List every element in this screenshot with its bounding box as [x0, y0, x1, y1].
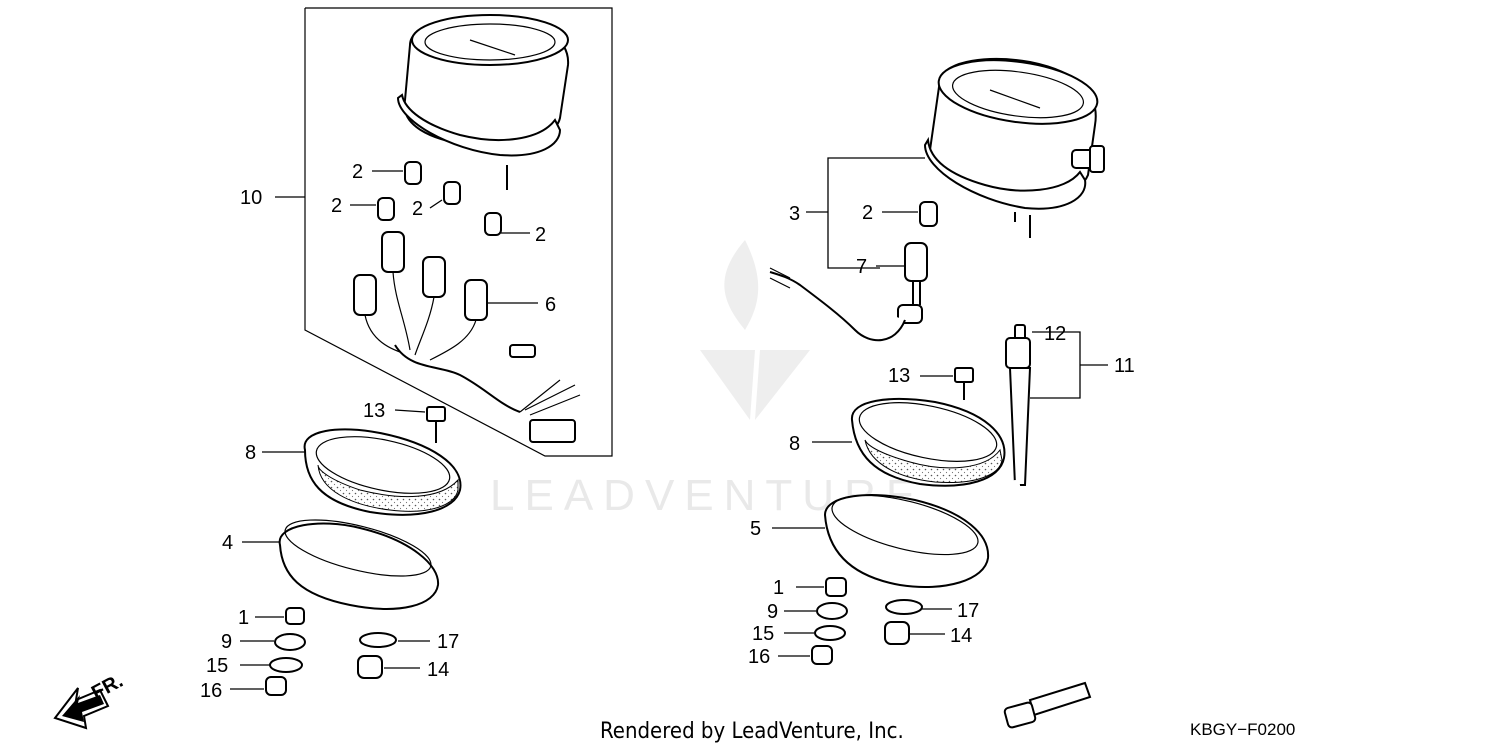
label-17: 17	[437, 631, 459, 653]
label-7: 7	[856, 256, 867, 278]
label-13: 13	[888, 365, 910, 387]
label-8: 8	[789, 433, 800, 455]
label-6: 6	[545, 294, 556, 316]
kit-10-outline	[304, 7, 613, 457]
label-2: 2	[862, 202, 873, 224]
left-case-8	[262, 428, 462, 516]
watermark: LEADVENTURE	[490, 240, 915, 520]
label-16: 16	[200, 680, 222, 702]
label-14: 14	[950, 625, 972, 647]
right-case-5	[772, 494, 990, 588]
label-15: 15	[206, 655, 228, 677]
right-bolt-13	[920, 367, 974, 400]
label-5: 5	[750, 518, 761, 540]
label-9: 9	[221, 631, 232, 653]
right-assembly: 3 2 7 12 11 13 8 5 1 9 15 16 17 14	[748, 58, 1173, 729]
label-15: 15	[752, 623, 774, 645]
left-case-4	[242, 519, 440, 610]
label-8: 8	[245, 442, 256, 464]
left-harness	[353, 231, 581, 443]
label-9: 9	[767, 601, 778, 623]
label-4: 4	[222, 532, 233, 554]
diagram-code: KBGY−F0200	[1190, 720, 1295, 739]
rendered-by-text: Rendered by LeadVenture, Inc.	[600, 719, 904, 744]
label-16: 16	[748, 646, 770, 668]
label-2: 2	[412, 198, 423, 220]
left-meter-body	[396, 14, 570, 190]
right-cable-11	[1003, 324, 1173, 729]
right-socket-7	[769, 242, 928, 342]
left-bulbs	[377, 161, 502, 236]
left-assembly: 10 2 2 2 2 6 13 8 4 1 9 15 16 17 14	[200, 7, 613, 702]
label-14: 14	[427, 659, 449, 681]
label-10: 10	[240, 187, 262, 209]
label-2: 2	[352, 161, 363, 183]
label-2: 2	[331, 195, 342, 217]
right-bulb	[919, 201, 938, 227]
label-17: 17	[957, 600, 979, 622]
label-1: 1	[773, 577, 784, 599]
label-1: 1	[238, 607, 249, 629]
label-3: 3	[789, 203, 800, 225]
right-hardware	[778, 577, 952, 665]
right-meter-body	[923, 58, 1105, 238]
front-direction-arrow: FR.	[53, 670, 127, 730]
label-13: 13	[363, 400, 385, 422]
label-11: 11	[1114, 355, 1135, 377]
left-bolt-13	[394, 406, 446, 443]
left-hardware	[230, 607, 430, 696]
label-12: 12	[1044, 323, 1066, 345]
right-case-8	[812, 398, 1006, 487]
label-2: 2	[535, 224, 546, 246]
